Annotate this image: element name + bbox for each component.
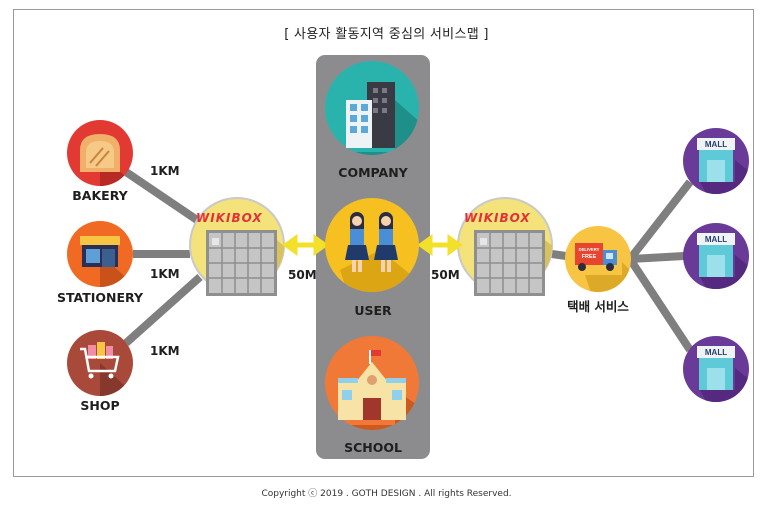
left-wikibox-hub: [189, 197, 285, 296]
page-title: [ 사용자 활동지역 중심의 서비스맵 ]: [284, 27, 489, 42]
shop-node: [67, 330, 133, 396]
mall-node-3: MALL: [683, 336, 749, 402]
company-label: COMPANY: [338, 165, 408, 180]
distance-bakery: 1KM: [150, 164, 180, 178]
delivery-label: 택배 서비스: [567, 299, 629, 314]
school-icon: [338, 350, 406, 420]
user-node: [325, 198, 419, 292]
truck-free-text: FREE: [582, 254, 597, 260]
user-label: USER: [354, 303, 392, 318]
copyright-footer: Copyright ⓒ 2019 . GOTH DESIGN . All rig…: [261, 489, 512, 499]
right-arrow: [417, 234, 463, 256]
wikibox-logo-left: WIKIBOX: [196, 211, 263, 225]
stationery-store-icon: [80, 236, 120, 267]
mall-node-1: MALL: [683, 128, 749, 194]
distance-right-hub: 50M: [431, 268, 460, 282]
users-icon: [345, 212, 398, 272]
connector-lines: [123, 168, 694, 353]
stationery-node: [67, 221, 133, 287]
mall-node-2: MALL: [683, 223, 749, 289]
bread-icon: [80, 134, 120, 172]
bakery-label: BAKERY: [72, 188, 128, 203]
shopping-cart-icon: [80, 342, 120, 379]
delivery-truck-icon: DELIVERY FREE: [575, 243, 617, 271]
stationery-label: STATIONERY: [56, 290, 144, 305]
truck-delivery-text: DELIVERY: [579, 247, 600, 252]
distance-shop: 1KM: [150, 344, 180, 358]
shop-label: SHOP: [80, 398, 120, 413]
wikibox-logo-right: WIKIBOX: [464, 211, 531, 225]
diagram-frame: [13, 9, 754, 477]
mall-text: MALL: [705, 348, 727, 357]
mall-text: MALL: [705, 235, 727, 244]
office-building-icon: [346, 82, 395, 148]
mall-icon: MALL: [697, 138, 735, 182]
mall-icon: MALL: [697, 346, 735, 390]
bakery-node: [67, 120, 133, 186]
mall-text: MALL: [705, 140, 727, 149]
distance-stationery: 1KM: [150, 267, 180, 281]
wikibox-locker-icon: [474, 230, 545, 296]
mall-icon: MALL: [697, 233, 735, 277]
school-label: SCHOOL: [344, 440, 402, 455]
wikibox-locker-icon: [206, 230, 277, 296]
distance-left-hub: 50M: [288, 268, 317, 282]
left-arrow: [282, 234, 329, 256]
right-wikibox-hub: [457, 197, 553, 296]
